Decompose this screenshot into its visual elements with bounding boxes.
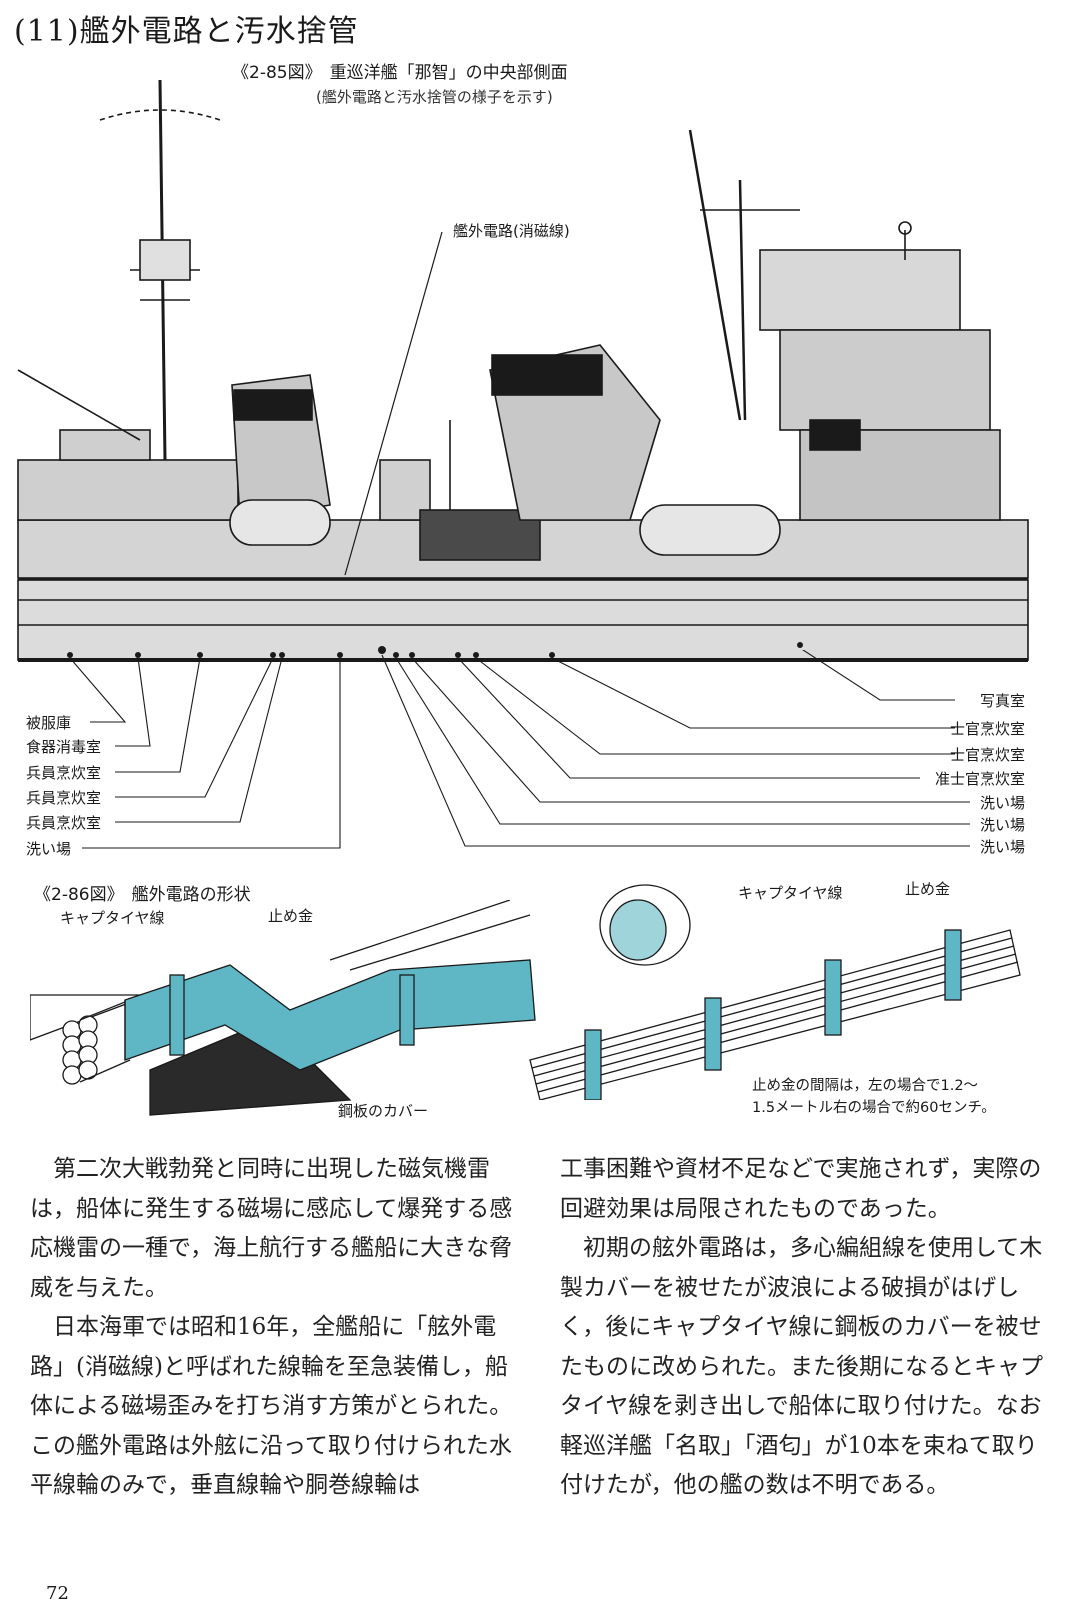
- body-left-paragraph-2: 日本海軍では昭和16年，全艦船に「舷外電路」(消磁線)と呼ばれた線輪を至急装備し…: [30, 1314, 513, 1498]
- callout-leaders: [69, 650, 970, 849]
- note-line-2: 1.5メートル右の場合で約60センチ。: [752, 1100, 996, 1116]
- figure-2-number: 《2-86図》: [34, 885, 124, 905]
- label-araiba-right-1: 洗い場: [979, 794, 1025, 812]
- label-shashinshitsu: 写真室: [979, 692, 1025, 710]
- section-number: (11): [14, 14, 80, 49]
- body-left-paragraph-1: 第二次大戦勃発と同時に出現した磁気機雷は，船体に発生する磁場に感応して爆発する感…: [30, 1156, 513, 1301]
- body-right-paragraph-2: 初期の舷外電路は，多心編組線を使用して木製カバーを被せたが波浪による破損がはげし…: [560, 1235, 1043, 1498]
- left-cable-label: キャプタイヤ線: [60, 909, 165, 927]
- figure-1-caption: 《2-85図》重巡洋艦「那智」の中央部側面: [232, 58, 568, 83]
- page-number: 72: [46, 1583, 69, 1604]
- label-heiin-hosuishitsu-3: 兵員烹炊室: [26, 814, 102, 832]
- label-shikan-hosuishitsu-1: 士官烹炊室: [949, 720, 1025, 738]
- label-heiin-hosuishitsu-2: 兵員烹炊室: [26, 789, 102, 807]
- label-araiba-left: 洗い場: [26, 840, 72, 858]
- note-line-1: 止め金の間隔は，左の場合で1.2〜: [752, 1078, 979, 1094]
- label-hifukuko: 被服庫: [26, 714, 72, 732]
- body-text-left: 第二次大戦勃発と同時に出現した磁気機雷は，船体に発生する磁場に感応して爆発する感…: [30, 1150, 520, 1506]
- label-shokki-shodokushitsu: 食器消毒室: [26, 738, 102, 756]
- body-text-right: 工事困難や資材不足などで実施されず，実際の回避効果は局限されたものであった。 初…: [560, 1150, 1050, 1506]
- figure-1-subcaption: (艦外電路と汚水捨管の様子を示す): [316, 88, 553, 106]
- ship-side-elevation: [17, 79, 1029, 662]
- bare-cable-illustration: [529, 884, 1021, 1100]
- label-heiin-hosuishitsu-1: 兵員烹炊室: [26, 764, 102, 782]
- label-shikan-hosuishitsu-2: 士官烹炊室: [949, 746, 1025, 764]
- cable-with-cover-illustration: [30, 900, 536, 1116]
- section-title: (11)艦外電路と汚水捨管: [14, 6, 359, 50]
- cable-top-label: 艦外電路(消磁線): [453, 222, 570, 240]
- left-clamp-label: 止め金: [268, 907, 314, 925]
- label-junshikan-hosuishitsu: 准士官烹炊室: [934, 770, 1025, 788]
- section-title-text: 艦外電路と汚水捨管: [79, 14, 359, 49]
- figure-2-title: 艦外電路の形状: [131, 885, 251, 905]
- body-right-paragraph-1: 工事困難や資材不足などで実施されず，実際の回避効果は局限されたものであった。: [560, 1156, 1042, 1222]
- label-araiba-right-3: 洗い場: [979, 838, 1025, 856]
- figure-1-number: 《2-85図》: [232, 63, 322, 83]
- figure-1-title: 重巡洋艦「那智」の中央部側面: [329, 63, 568, 83]
- right-cable-label: キャプタイヤ線: [738, 884, 843, 902]
- left-cover-label: 鋼板のカバー: [338, 1102, 429, 1120]
- right-clamp-label: 止め金: [905, 880, 951, 898]
- clamp-spacing-note: 止め金の間隔は，左の場合で1.2〜 1.5メートル右の場合で約60センチ。: [752, 1075, 996, 1119]
- figure-2-caption: 《2-86図》艦外電路の形状: [34, 880, 251, 905]
- label-araiba-right-2: 洗い場: [979, 816, 1025, 834]
